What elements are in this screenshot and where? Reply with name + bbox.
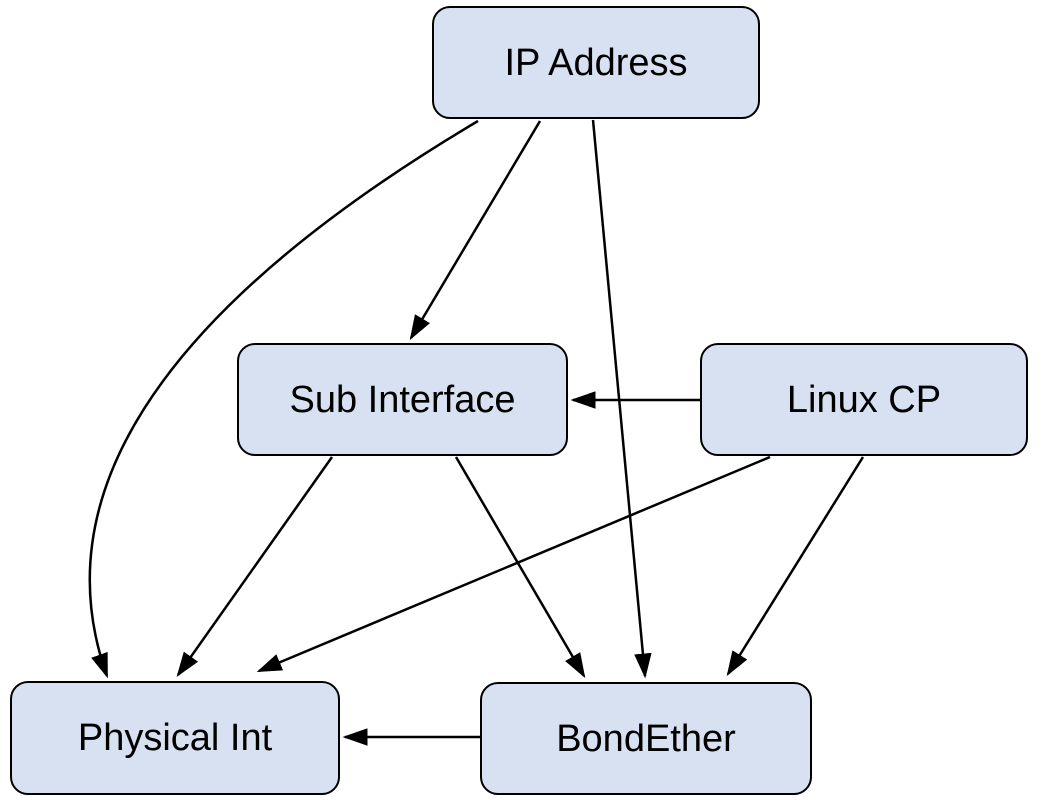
node-linux-cp: Linux CP [700, 343, 1028, 456]
node-bondether-label: BondEther [556, 717, 736, 760]
edge-linux-cp-to-bondether [726, 456, 865, 677]
edge-sub-interface-to-physical-int [176, 456, 334, 678]
node-linux-cp-label: Linux CP [786, 378, 942, 421]
node-physical-int: Physical Int [10, 681, 340, 795]
edge-ip-address-to-sub-interface [409, 120, 542, 341]
node-bondether: BondEther [480, 682, 812, 795]
node-ip-address-label: IP Address [504, 41, 688, 84]
node-ip-address: IP Address [432, 6, 760, 119]
node-physical-int-label: Physical Int [77, 717, 273, 759]
edge-sub-interface-to-bondether [454, 456, 586, 679]
edge-ip-address-to-bondether [591, 119, 652, 679]
node-sub-interface-label: Sub Interface [289, 378, 516, 421]
edge-linux-cp-to-physical-int [256, 455, 771, 673]
edge-ip-address-to-physical-int [88, 119, 479, 679]
node-sub-interface: Sub Interface [237, 343, 568, 456]
